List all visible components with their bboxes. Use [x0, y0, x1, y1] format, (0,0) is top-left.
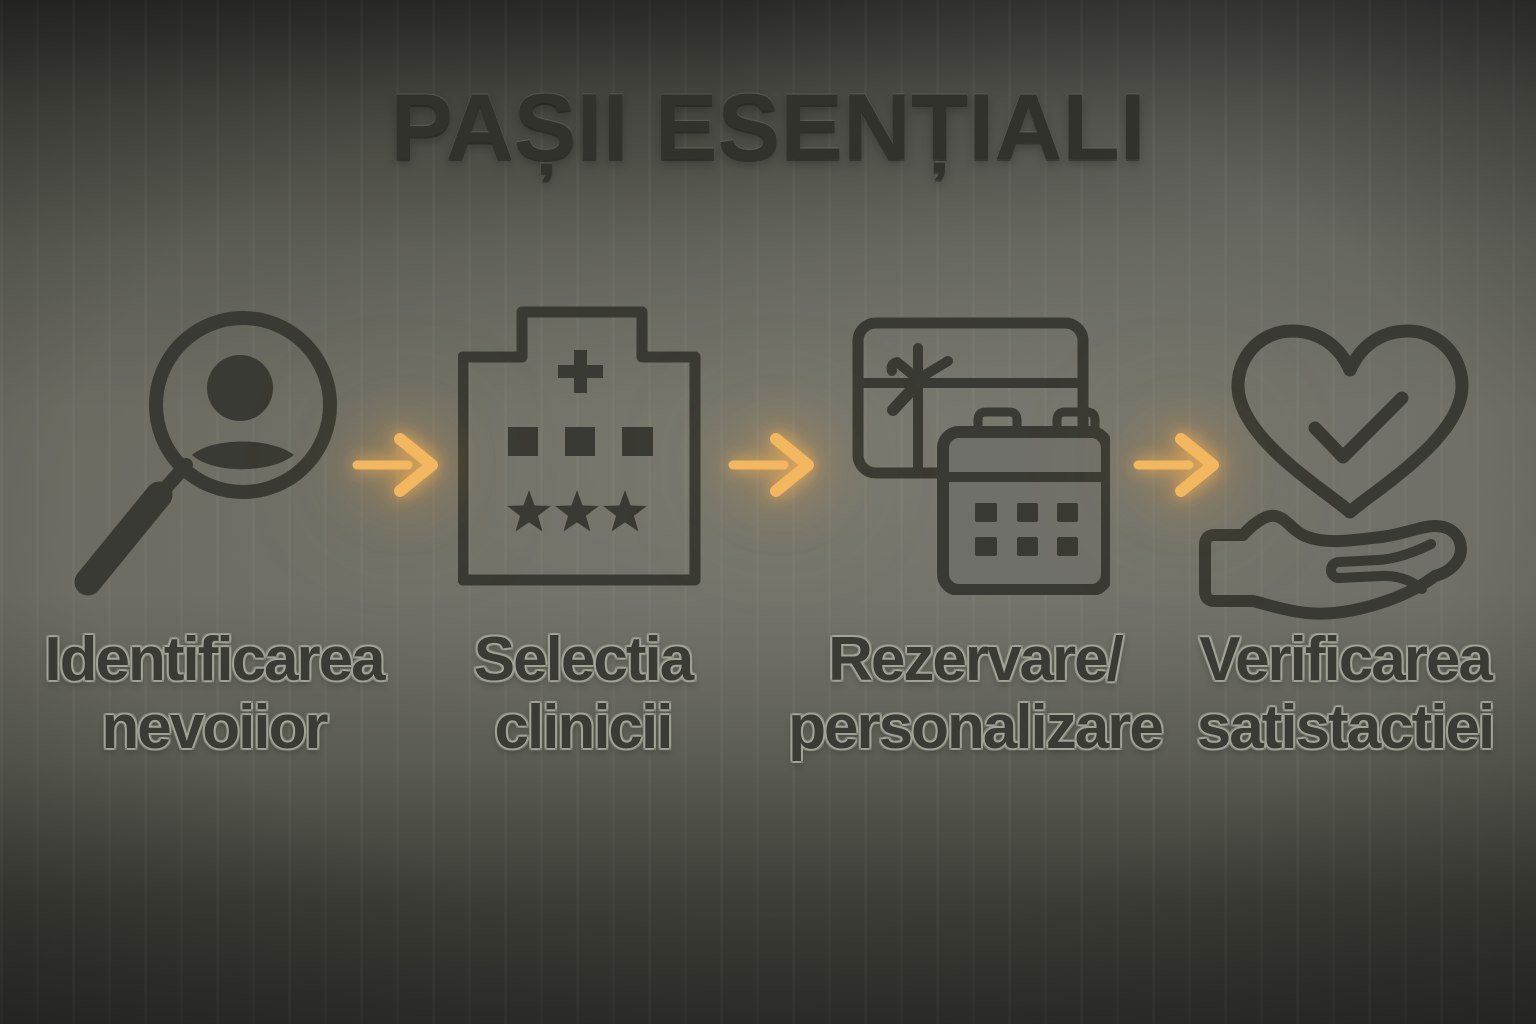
step-label-3: Rezervare/ personalizare [775, 626, 1175, 762]
step-label-1: Identificarea nevoiior [14, 626, 414, 762]
magnifier-person-icon [58, 302, 348, 612]
page-title: PAȘII ESENȚIALI [390, 74, 1146, 179]
step-label-4: Verificarea satistactiei [1150, 626, 1536, 762]
clinic-building-icon [458, 306, 702, 586]
step-label-3-line-1: Rezervare/ [828, 625, 1124, 694]
flow-arrow-2 [728, 433, 814, 497]
step-label-1-line-1: Identificarea [44, 625, 385, 694]
step-label-2-line-2: clinicii [494, 693, 674, 762]
flow-arrow-3 [1133, 433, 1219, 497]
heart-check-hand-icon [1185, 318, 1475, 628]
step-label-3-line-2: personalizare [788, 693, 1164, 762]
step-label-2: Selectia clinicii [383, 626, 783, 762]
step-label-4-line-2: satistactiei [1196, 693, 1496, 762]
step-label-1-line-2: nevoiior [101, 693, 328, 762]
step-label-2-line-1: Selectia [473, 625, 694, 694]
flow-arrow-1 [352, 433, 438, 497]
step-label-4-line-1: Verificarea [1199, 625, 1493, 694]
gift-calendar-icon [850, 315, 1110, 595]
